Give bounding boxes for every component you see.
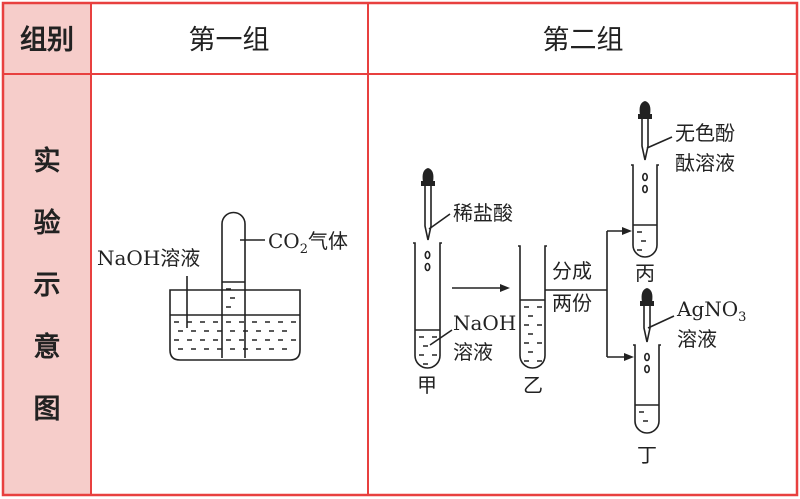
test-tube <box>518 245 547 369</box>
phenol-leader <box>646 136 673 149</box>
droplet <box>641 172 648 182</box>
dilute-hcl-label: 稀盐酸 <box>453 201 513 225</box>
tube-label-jia: 甲 <box>417 373 437 397</box>
droplet <box>641 184 648 194</box>
header-group1: 第一组 <box>189 25 270 56</box>
group1-diagram: NaOH溶液 CO2气体 <box>97 211 348 361</box>
dropper-pipe <box>424 186 432 241</box>
dropper-pipe <box>643 306 651 343</box>
arrowhead <box>622 227 632 235</box>
dropper-bulb <box>641 288 653 302</box>
row-label: 实 验 示 意 图 <box>34 145 61 425</box>
dropper-pipe <box>641 119 649 161</box>
row-label-char: 意 <box>34 331 61 363</box>
dropper-bulb <box>639 101 651 115</box>
row-label-char: 实 <box>34 145 61 177</box>
header-group2: 第二组 <box>543 25 624 56</box>
row-label-char: 验 <box>34 207 61 239</box>
phenol-label-line2: 酞溶液 <box>675 151 735 175</box>
group2-diagram: 稀盐酸 NaOH 溶液 分成 两份 无色酚 酞溶液 AgNO3 溶液 甲 乙 丙… <box>413 101 746 467</box>
row-label-char: 图 <box>34 394 61 425</box>
split-lines <box>545 230 626 358</box>
naoh-label-line2: 溶液 <box>453 340 493 364</box>
dropper <box>640 288 654 343</box>
trough <box>169 289 301 361</box>
agno3-label: AgNO3 <box>676 297 746 325</box>
split-label-line1: 分成 <box>552 259 592 283</box>
split-label-line2: 两份 <box>552 291 592 315</box>
dropper-collar <box>640 301 654 306</box>
test-tube-outline <box>518 245 547 369</box>
dropper-bulb <box>422 168 434 182</box>
arrowhead <box>624 353 634 361</box>
droplet <box>424 250 431 260</box>
co2-label: CO2气体 <box>268 229 348 257</box>
dropper-collar <box>421 181 435 186</box>
tube-label-ding: 丁 <box>637 443 657 467</box>
co2-tube <box>221 211 246 358</box>
row-label-char: 示 <box>34 270 61 301</box>
test-tube-outline <box>633 344 661 434</box>
agno3-label-line2: 溶液 <box>677 327 717 351</box>
test-tube-outline <box>413 242 442 369</box>
naoh-leader <box>429 329 453 346</box>
naoh-label-line1: NaOH <box>453 311 516 335</box>
header-column-fill <box>3 3 91 495</box>
dropper <box>421 168 435 241</box>
test-tube <box>413 242 442 369</box>
droplet <box>643 364 650 374</box>
naoh-label: NaOH溶液 <box>97 246 200 270</box>
tube-label-yi: 乙 <box>523 373 543 397</box>
droplet <box>424 262 431 272</box>
phenol-label-line1: 无色酚 <box>675 121 735 145</box>
test-tube <box>631 164 659 258</box>
dropper-collar <box>638 114 652 119</box>
hcl-leader <box>428 213 451 230</box>
test-tube-outline <box>631 164 659 258</box>
test-tube <box>633 344 661 434</box>
droplet <box>643 352 650 362</box>
arrowhead <box>500 284 510 292</box>
header-row-label: 组别 <box>20 24 74 56</box>
dropper <box>638 101 652 161</box>
tube-label-bing: 丙 <box>635 261 655 285</box>
agno3-leader <box>647 315 675 329</box>
